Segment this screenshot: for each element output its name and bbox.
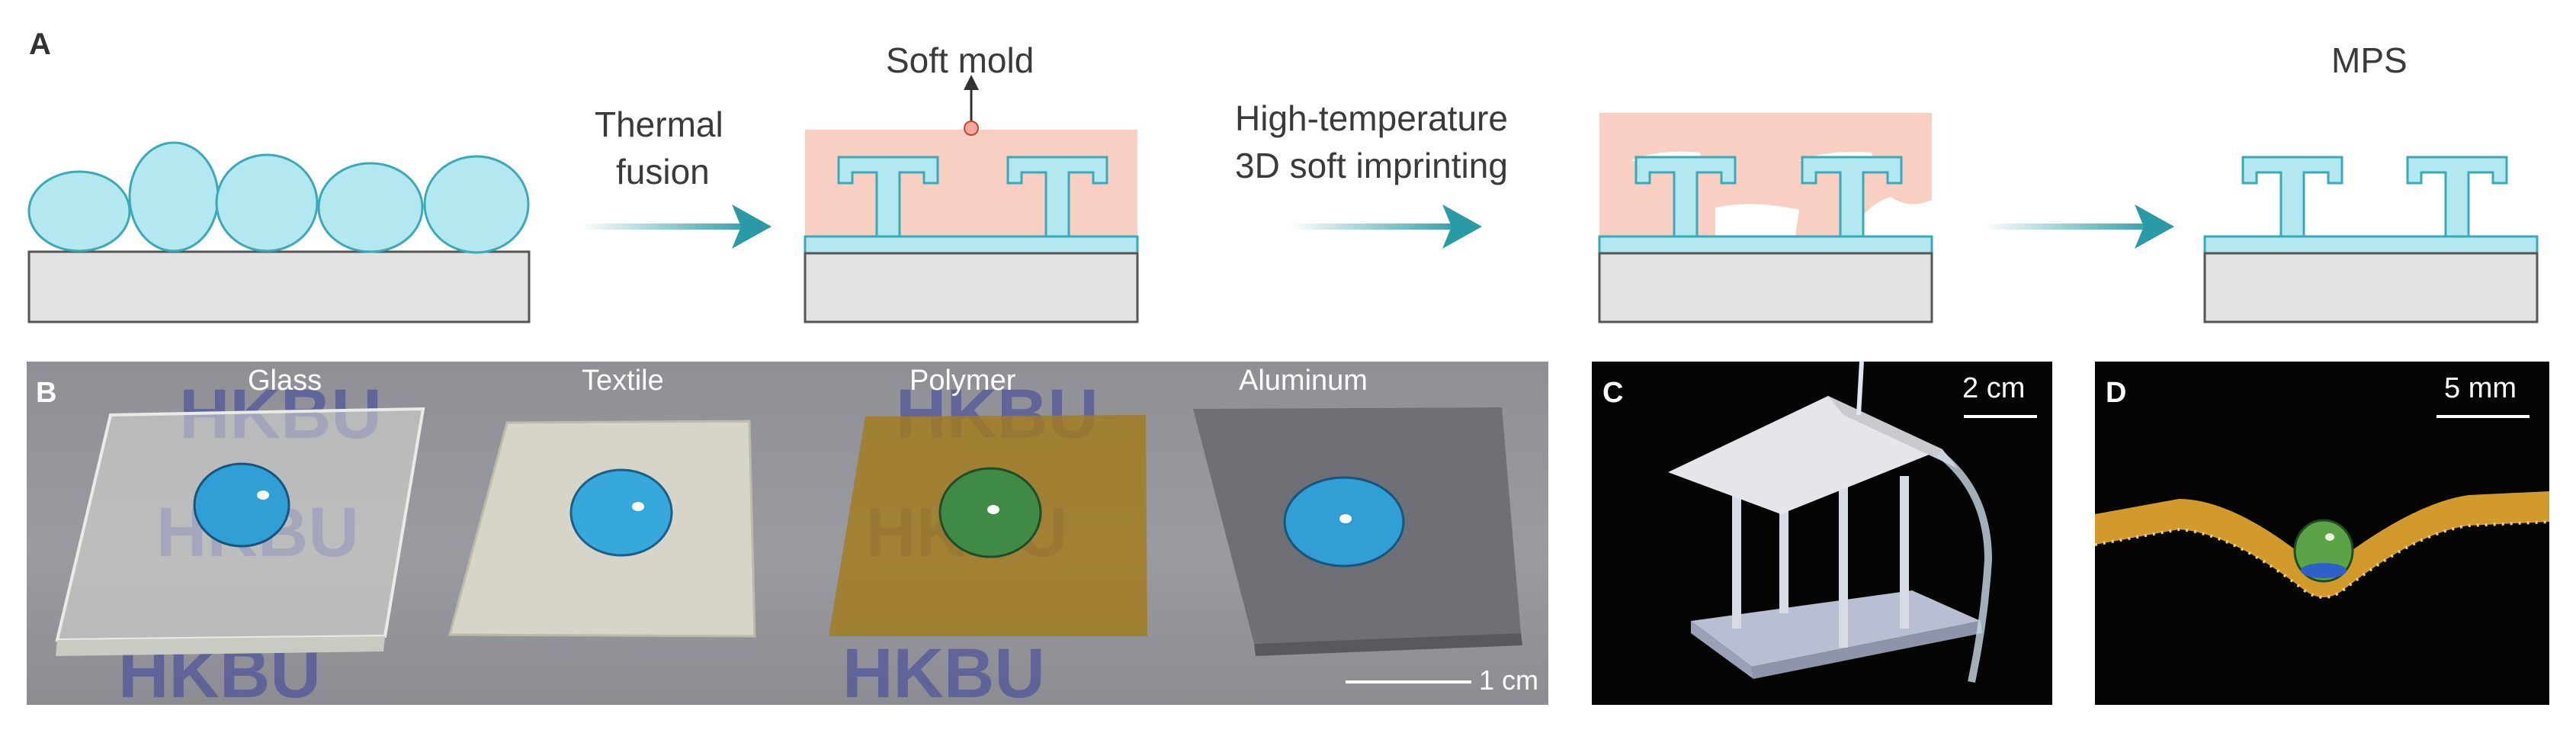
t-pillar <box>1634 156 1737 238</box>
schematic-panel-a <box>27 75 2539 323</box>
fused-film <box>1598 235 1933 255</box>
t-pillar <box>837 156 939 238</box>
step-soft-mold: Soft mold <box>886 40 1035 80</box>
scale-bar-b <box>1346 680 1471 683</box>
svg-text:HKBU: HKBU <box>842 635 1045 705</box>
label-textile: Textile <box>582 365 664 397</box>
arrow-1-head <box>732 204 772 249</box>
scale-label-c: 2 cm <box>1962 372 2026 404</box>
t-pillar <box>1006 156 1108 238</box>
step-thermal-line1: Thermal <box>595 105 723 144</box>
mold-block <box>805 130 1137 236</box>
scale-bar-c <box>1964 415 2037 418</box>
step-imprinting-line2: 3D soft imprinting <box>1235 146 1508 185</box>
stage-particles <box>27 141 531 323</box>
panel-letter-d: D <box>2106 377 2127 409</box>
scale-label-d: 5 mm <box>2444 372 2517 404</box>
panel-letter-b: B <box>36 377 57 409</box>
step-result: MPS <box>2331 40 2408 80</box>
arrow-1-shaft <box>579 224 755 230</box>
substrate-3 <box>1598 252 1933 323</box>
fused-film <box>804 235 1139 255</box>
curved-film <box>2095 491 2549 597</box>
arrow-2-head <box>1442 204 1482 249</box>
mold-gap <box>1715 204 1799 236</box>
panel-letter-c: C <box>1602 377 1624 409</box>
step-imprinting-line1: High-temperature <box>1235 98 1508 138</box>
label-glass: Glass <box>248 365 322 397</box>
needle <box>1856 362 1864 416</box>
stage-soft-mold <box>804 75 1139 323</box>
arrow-2-shaft <box>1288 224 1464 230</box>
substrate-4 <box>2203 252 2539 323</box>
stage-imprinting <box>1598 113 1933 323</box>
step-thermal-line2: fusion <box>616 152 710 191</box>
water-stream <box>1936 450 1993 683</box>
photo-b-drawing: HKBU HKBU HKBU HKBU HKBU HKBU <box>55 375 1522 705</box>
substrate-1 <box>27 250 531 323</box>
photo-panel-d: D 5 mm <box>2095 362 2549 705</box>
arrow-3-shaft <box>1982 224 2157 230</box>
photo-c-drawing <box>1668 362 1993 683</box>
photo-panel-c: C 2 cm <box>1592 362 2052 705</box>
lift-arrow-head <box>964 75 979 90</box>
water-droplets <box>193 462 1405 568</box>
particle <box>128 141 220 252</box>
photo-panel-b: HKBU HKBU HKBU HKBU HKBU HKBU Glas <box>27 362 1548 705</box>
particle <box>423 155 530 254</box>
scale-bar-d <box>2436 415 2529 418</box>
arrow-3-head <box>2135 204 2174 249</box>
particle <box>27 170 131 252</box>
particle <box>317 162 424 253</box>
t-pillar <box>1801 156 1903 238</box>
t-pillar <box>2406 156 2508 238</box>
particle <box>215 153 319 252</box>
panel-letter-a: A <box>29 27 51 61</box>
fused-film <box>2203 235 2539 255</box>
stage-mps <box>2203 156 2539 323</box>
label-polymer: Polymer <box>909 365 1016 397</box>
scale-label-b: 1 cm <box>1479 664 1539 696</box>
photo-d-drawing <box>2095 491 2549 599</box>
label-aluminum: Aluminum <box>1239 365 1368 397</box>
substrate-2 <box>804 252 1139 323</box>
t-pillar <box>2241 156 2343 238</box>
lift-point <box>964 121 979 136</box>
